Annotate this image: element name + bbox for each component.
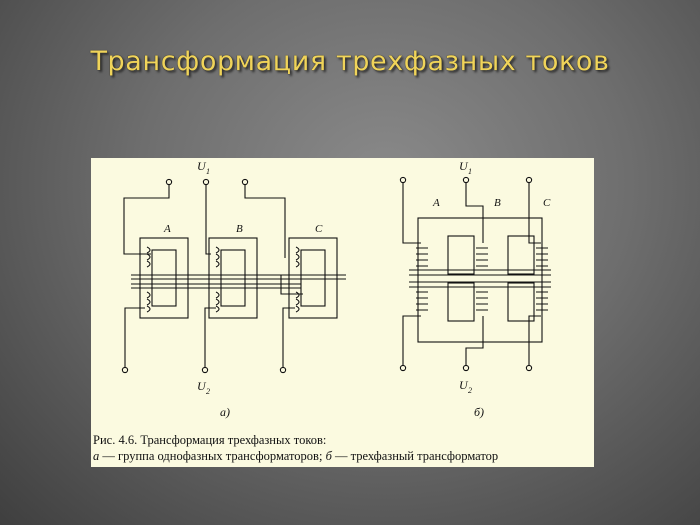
u2-sub-a: 2 <box>206 387 210 396</box>
slide-title: Трансформация трехфазных токов <box>90 46 610 77</box>
terminal-c1 <box>241 178 249 186</box>
transformer-a-core <box>139 237 189 319</box>
terminal-b-a2 <box>399 364 407 372</box>
phase-c-label-b: C <box>543 197 551 209</box>
caption-a-text: — группа однофазных трансформаторов; <box>99 449 326 463</box>
transformer-b-core <box>208 237 258 319</box>
diagram-b: U 1 A B C U 2 б) <box>399 159 551 419</box>
caption-b-text: — трехфазный трансформатор <box>331 449 499 463</box>
phase-a-label-b: A <box>432 197 440 209</box>
caption-a-letter: а <box>93 449 100 463</box>
terminal-b2 <box>201 366 209 374</box>
transformer-diagram: U 1 A B C U 2 а) <box>121 159 551 419</box>
u2-label-b: U <box>459 378 469 392</box>
terminal-b-c2 <box>525 364 533 372</box>
u1-sub-b: 1 <box>468 167 472 176</box>
u1-sub-a: 1 <box>206 167 210 176</box>
u1-label-a: U <box>197 159 207 173</box>
terminal-b1 <box>202 178 210 186</box>
terminal-b-b1 <box>462 176 470 184</box>
phase-a-label-a: A <box>163 223 171 235</box>
subfigure-b-label: б) <box>474 405 484 419</box>
diagram-a: U 1 A B C U 2 а) <box>121 159 346 419</box>
u2-label-a: U <box>197 379 207 393</box>
caption-line-2: а — группа однофазных трансформаторов; б… <box>93 448 593 464</box>
phase-b-label-a: B <box>236 223 243 235</box>
caption-b-letter: б <box>325 449 332 463</box>
phase-b-label-b: B <box>494 197 501 209</box>
terminal-c2 <box>279 366 287 374</box>
u1-label-b: U <box>459 159 469 173</box>
transformer-c-core <box>288 237 338 319</box>
caption-line-1: Рис. 4.6. Трансформация трехфазных токов… <box>93 433 327 447</box>
figure-caption: Рис. 4.6. Трансформация трехфазных токов… <box>93 432 593 464</box>
terminal-b-b2 <box>462 364 470 372</box>
u2-sub-b: 2 <box>468 386 472 395</box>
three-phase-core <box>417 217 543 343</box>
subfigure-a-label: а) <box>220 405 230 419</box>
figure-panel: U 1 A B C U 2 а) <box>91 158 594 467</box>
terminal-b-c1 <box>525 176 533 184</box>
terminal-a2 <box>121 366 129 374</box>
phase-c-label-a: C <box>315 223 323 235</box>
terminal-a1 <box>165 178 173 186</box>
terminal-b-a1 <box>399 176 407 184</box>
